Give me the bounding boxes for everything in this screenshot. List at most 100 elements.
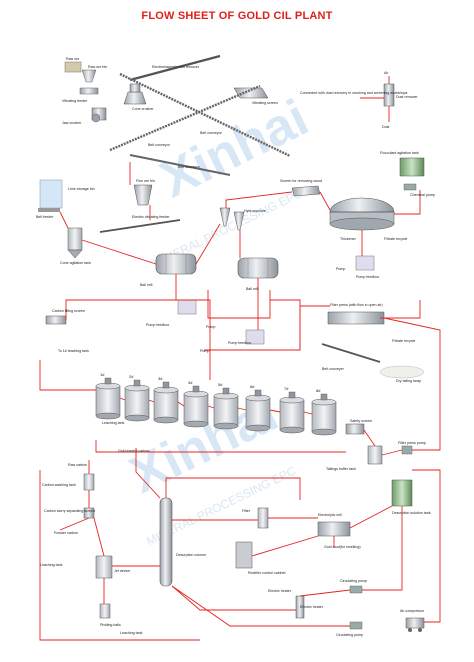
cone-agitation-tank [67,227,83,251]
desorption-column [159,497,173,587]
label-jaw-crusher: Jaw crusher [62,121,82,125]
label-belt-conveyor-3: Belt conveyor [178,165,201,169]
pump-feedbox-2 [245,329,265,345]
label-pump-feedbox-1: Pump feedbox [146,323,169,327]
jet-device-tank [95,555,113,579]
tank-number-3: 3# [158,376,163,381]
label-circulating-pump: Circulating pump [340,579,367,583]
label-gold-loaded-carbon: Gold loaded carbon [118,449,149,453]
cone-crusher [123,91,147,105]
leaching-tank-4: 4# [183,380,209,428]
label-filter: Filter [242,509,251,513]
label-electric-vibrating-feeder: Electric vibrating feeder [132,215,170,219]
dust-remover [383,83,395,107]
circulating-pump-2 [349,621,363,630]
label-belt-feeder: Belt feeder [36,215,54,219]
label-carbon-slurry-separating-screen: Carbon slurry separating screen [44,509,95,513]
leaching-tank-5: 5# [213,382,239,430]
label-safety-screen: Safety screen [350,419,372,423]
tank-link-1 [119,397,126,401]
crushing-section [64,54,395,176]
flocculant-agitation-tank [399,157,425,177]
label-filter-press-pump: Filter press pump [398,441,426,445]
tank-link-7 [303,411,313,415]
leaching-tank-1: 1# [95,372,121,420]
label-gold-mud: Gold mud(for smelting) [324,545,361,549]
label-air-compressor: Air compressor [400,609,425,613]
lime-storage-bin [39,179,63,209]
label-ball-mill-1: Ball mill [140,283,153,287]
label-belt-conveyor-1: Belt conveyor [200,131,223,135]
label-screen-for-removing-wood: Screen for removing wood [280,179,322,183]
label-carbon-lifting-screen: Carbon lifting screen [52,309,85,313]
label-fine-ore-bin: Fine ore bin [136,179,155,183]
label-vibrating-feeder: Vibrating feeder [62,99,88,103]
label-filter-press: Filter press (with flow in open air) [330,303,383,307]
fine-ore-bin [133,184,153,206]
label-raw-carbon: Raw carbon [68,463,87,467]
label-cone-crusher: Cone crusher [132,107,154,111]
pump-feedbox-1 [177,299,197,315]
label-desorption-column: Desorption column [176,553,206,557]
circulating-pump-1 [349,585,363,594]
label-lime-storage-bin: Lime storage bin [68,187,95,191]
pickling-balls-tank [99,603,111,619]
flow-lines [39,162,441,641]
electrolytic-cell [317,521,351,537]
belt-conveyer [321,343,381,363]
raw-ore-pile [64,61,82,73]
filter-press-pump [401,445,413,455]
grinding-section [38,157,425,379]
vibrating-feeder [79,87,99,95]
chemical-pump [403,183,417,191]
label-electrolytic-cell: Electrolytic cell [318,513,342,517]
label-filtrate-recycle-2: Filtrate recycle [392,339,415,343]
dry-tailing-heap [379,365,425,379]
belt-conveyor-diagonal-1 [119,72,291,158]
label-pump-feedbox-2: Pump feedbox [228,341,251,345]
diagram-title: FLOW SHEET OF GOLD CIL PLANT [141,10,333,22]
label-air: Air [384,71,389,75]
equipment-labels: Raw ore Raw ore bin Vibrating feeder Jaw… [36,57,435,637]
label-raw-ore: Raw ore [66,57,79,61]
label-electric-heater: Electric heater [268,589,292,593]
label-belt-conveyor-2: Belt conveyor [148,143,171,147]
tank-number-6: 6# [250,384,255,389]
label-vibrating-screen: Vibrating screen [252,101,278,105]
label-dust: Dust [382,125,389,129]
label-desorption-solution-tank: Desorption solution tank [392,511,431,515]
label-hydrocyclone: Hydrocyclone [244,209,266,213]
label-electromagnetic-iron-remover: Electromagnetic iron remover [152,65,200,69]
label-dust-note: Connected with dust recovery in crushing… [300,91,408,95]
tank-link-3 [177,401,185,407]
label-belt-conveyer: Belt conveyer [322,367,345,371]
tank-number-8: 8# [316,388,321,393]
leaching-tank-6: 6# [245,384,271,432]
belt-conveyor-top [129,54,221,82]
label-ball-mill-2: Ball mill [246,287,259,291]
leaching-tank-3: 3# [153,376,179,424]
raw-ore-bin [81,69,97,83]
tank-number-5: 5# [218,382,223,387]
carbon-lifting-screen [45,315,67,325]
ball-mill-1 [155,253,197,275]
label-pump-2: Pump [200,349,209,353]
ball-mill-2 [237,257,279,279]
safety-screen [345,423,365,435]
label-chemical-pump: Chemical pump [410,193,435,197]
tank-number-1: 1# [100,372,105,377]
air-compressor [405,617,425,629]
leaching-tank-2: 2# [124,374,150,422]
label-tailings-buffer-tank: Tailings buffer tank [326,467,356,471]
label-raw-ore-bin: Raw ore bin [88,65,107,69]
label-carbon-washing-tank: Carbon washing tank [42,483,76,487]
label-cone-agitation-tank: Cone agitation tank [60,261,91,265]
label-pump-feedbox-3: Pump feedbox [356,275,379,279]
label-leaching-tank-2: Leaching tank [40,563,63,567]
label-jet-device: Jet device [114,569,130,573]
screen-for-removing-wood [291,185,321,197]
carbon-washing-tank [83,473,95,491]
label-thickener: Thickener [340,237,357,241]
watermark: Xinhai MINERAL PROCESSING EPC Xinhai MIN… [121,89,317,549]
tailings-buffer-tank [367,445,383,465]
